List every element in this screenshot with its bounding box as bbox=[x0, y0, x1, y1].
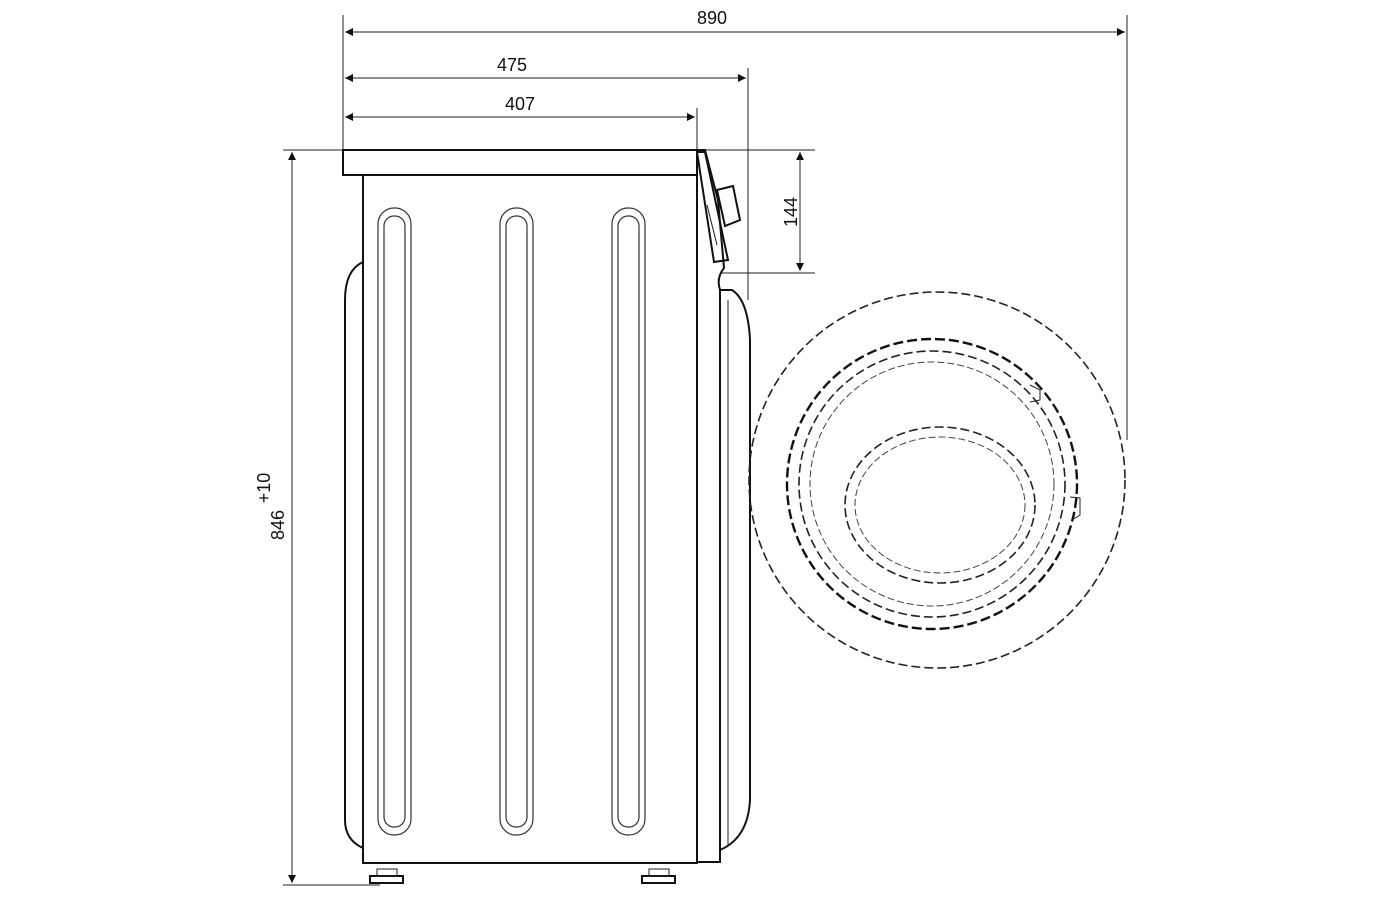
dim-407: 407 bbox=[345, 94, 695, 121]
dim-475: 475 bbox=[345, 55, 746, 82]
door-swing-outline bbox=[748, 291, 1126, 669]
dim-475-label: 475 bbox=[497, 55, 527, 75]
control-panel bbox=[695, 151, 730, 264]
dim-846-tolerance: +10 bbox=[254, 473, 274, 504]
foot-rear bbox=[369, 875, 404, 884]
dim-846-label: 846 bbox=[268, 510, 288, 540]
extension-lines bbox=[283, 15, 1128, 886]
selector-knob-icon bbox=[715, 184, 742, 228]
dim-846: 846 +10 bbox=[254, 152, 296, 883]
machine-body bbox=[342, 149, 751, 884]
dim-890: 890 bbox=[345, 8, 1125, 36]
dim-144: 144 bbox=[781, 152, 804, 271]
dim-407-label: 407 bbox=[505, 94, 535, 114]
foot-front bbox=[641, 875, 676, 884]
dim-890-label: 890 bbox=[697, 8, 727, 28]
dim-144-label: 144 bbox=[781, 197, 801, 227]
